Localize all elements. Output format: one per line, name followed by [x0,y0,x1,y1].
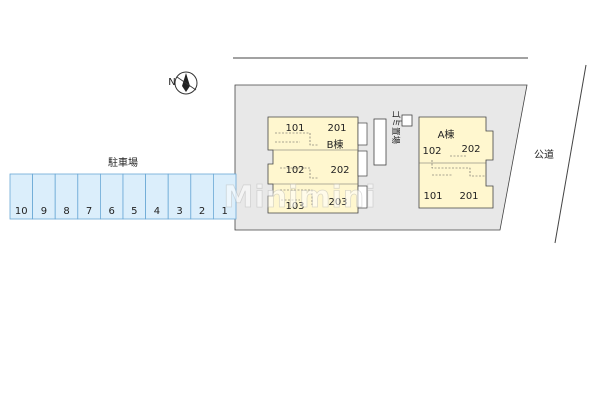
north-compass-icon [174,71,198,95]
building-a-name: A棟 [438,128,455,141]
public-road-label: 公道 [534,148,554,161]
parking-space-number: 4 [154,206,160,217]
unit-b-201: 201 [327,123,346,134]
building-b [267,116,368,214]
balcony [357,122,368,146]
unit-a-102: 102 [422,146,441,157]
balcony [357,185,368,209]
unit-b-102: 102 [285,165,304,176]
parking-space-number: 2 [199,206,205,217]
unit-a-201: 201 [459,191,478,202]
watermark-logo: Minimini [224,180,377,215]
parking-space-number: 9 [41,206,47,217]
parking-row: 10 9 8 7 6 5 4 3 2 1 [9,173,237,220]
parking-area-label: 駐車場 [108,156,138,169]
garbage-area-label: ゴミ置場 [390,110,401,145]
unit-b-203: 203 [328,197,347,208]
unit-a-202: 202 [461,144,480,155]
unit-b-103: 103 [285,201,304,212]
stair-detail [275,132,318,205]
garbage-area [373,114,413,166]
building-a [418,116,494,209]
compass-letter: N [168,77,175,88]
stair-detail [431,155,486,177]
parking-space-number: 3 [176,206,182,217]
parking-space-number: 7 [86,206,92,217]
parking-space-number: 8 [63,206,69,217]
unit-b-101: 101 [285,123,304,134]
road-edge-line [554,64,587,244]
building-b-name: B棟 [327,138,344,151]
parking-space-number: 6 [109,206,115,217]
unit-b-202: 202 [330,165,349,176]
balcony [357,150,368,177]
parking-space [212,173,237,220]
parking-space-number: 1 [222,206,228,217]
parking-space-number: 5 [131,206,137,217]
meter-box-icon [401,114,413,127]
unit-a-101: 101 [423,191,442,202]
parking-space-number: 10 [15,206,28,217]
